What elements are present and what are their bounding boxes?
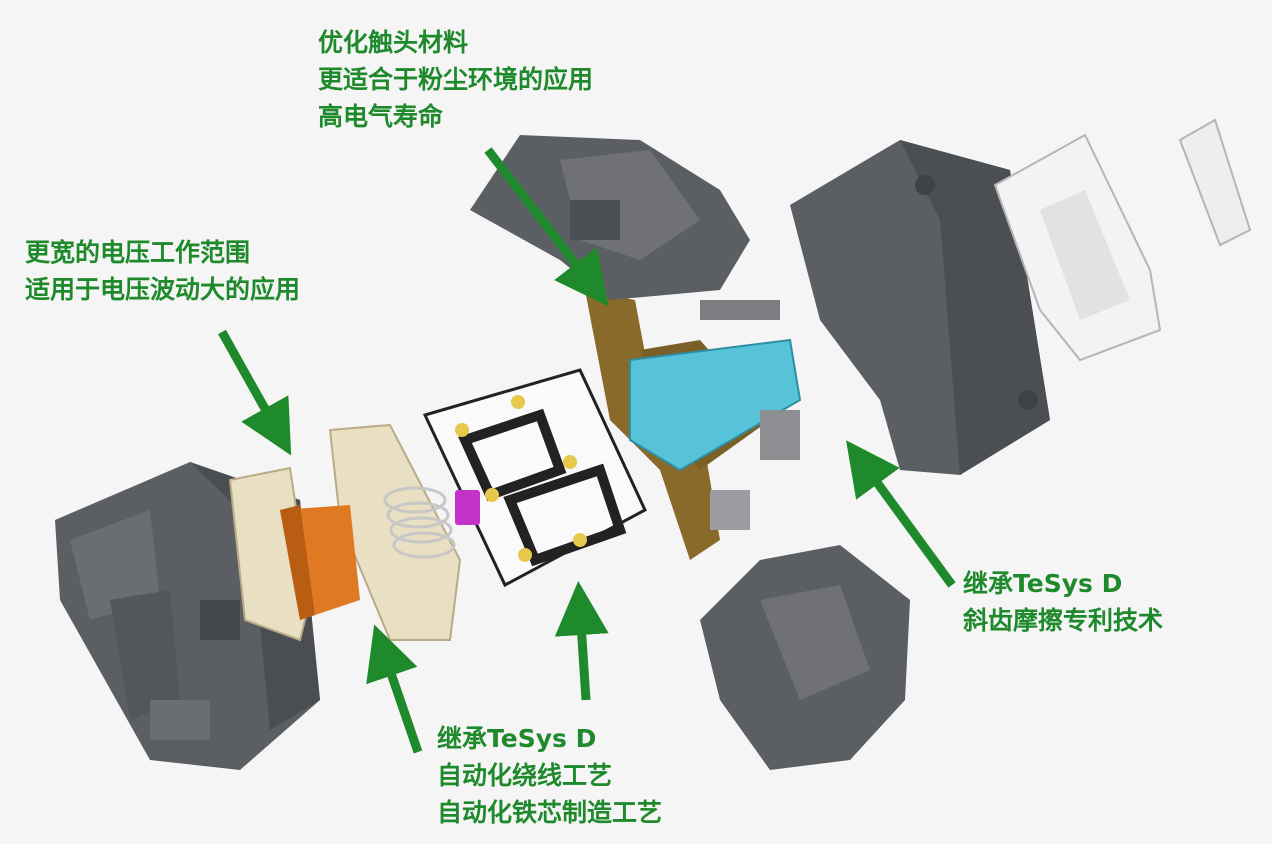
spring bbox=[383, 486, 456, 559]
arc-chamber-top bbox=[470, 135, 750, 300]
annotation-line: 适用于电压波动大的应用 bbox=[25, 275, 301, 304]
contact-plate bbox=[422, 368, 647, 588]
annotation-line: 自动化铁芯制造工艺 bbox=[437, 798, 663, 827]
coil bbox=[280, 505, 360, 620]
annotation-gear-patent: 继承TeSys D 斜齿摩擦专利技术 bbox=[963, 565, 1163, 639]
arrow-voltage-range bbox=[218, 329, 292, 456]
terminal-block bbox=[993, 133, 1162, 362]
arc-chamber-bottom bbox=[700, 545, 910, 770]
contact-assembly bbox=[585, 290, 802, 560]
arrow-contact-material bbox=[484, 147, 609, 307]
arrow-core bbox=[554, 581, 609, 701]
annotation-line: 自动化绕线工艺 bbox=[437, 761, 613, 790]
annotation-line: 优化触头材料 bbox=[318, 28, 469, 57]
annotation-line: 继承TeSys D bbox=[963, 569, 1123, 598]
annotation-arrows bbox=[218, 147, 956, 754]
annotation-contact-material: 优化触头材料 更适合于粉尘环境的应用 高电气寿命 bbox=[318, 24, 593, 135]
annotation-line: 斜齿摩擦专利技术 bbox=[963, 606, 1164, 635]
arrow-gear-patent bbox=[846, 440, 956, 588]
small-clip bbox=[1178, 118, 1252, 247]
annotation-line: 更适合于粉尘环境的应用 bbox=[318, 65, 594, 94]
arrow-winding bbox=[366, 624, 423, 754]
annotation-line: 高电气寿命 bbox=[318, 102, 444, 131]
annotation-line: 继承TeSys D bbox=[437, 724, 597, 753]
annotation-winding-process: 继承TeSys D 自动化绕线工艺 自动化铁芯制造工艺 bbox=[437, 720, 662, 831]
annotation-line: 更宽的电压工作范围 bbox=[25, 238, 251, 267]
annotation-voltage-range: 更宽的电压工作范围 适用于电压波动大的应用 bbox=[25, 234, 300, 308]
